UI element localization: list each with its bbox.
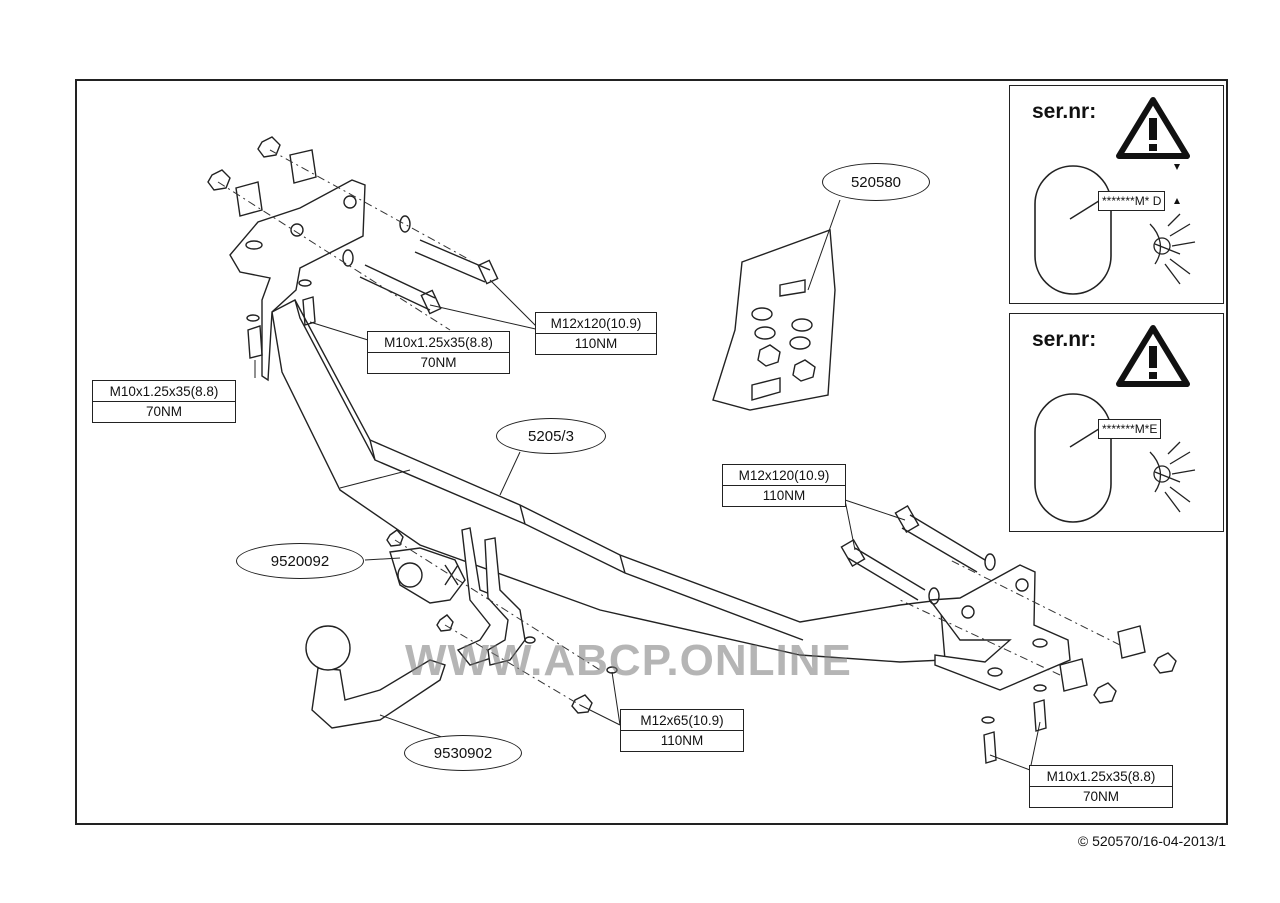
cross-beam [271,299,946,663]
bolt-size: M10x1.25x35(8.8) [1030,766,1172,787]
serial-panel-d: ser.nr: *******M* D [1009,85,1224,304]
ball-mount [456,527,516,666]
spec-box-left-lower: M10x1.25x35(8.8) 70NM [92,380,236,423]
spec-box-right-lower: M10x1.25x35(8.8) 70NM [1029,765,1173,808]
part-number: 520580 [850,173,902,191]
right-bracket [928,564,1071,691]
serial-location-diagram [1034,164,1196,295]
torque-value: 70NM [145,404,182,419]
bolt-size: M12x65(10.9) [621,710,743,731]
bolt-size: M12x120(10.9) [536,313,656,334]
part-number: 9520092 [270,552,330,570]
spec-box-right-top: M12x120(10.9) 110NM [722,464,846,507]
part-label-9520092: 9520092 [236,543,364,579]
serial-title: ser.nr: [1032,328,1097,351]
part-label-5205-3: 5205/3 [496,418,606,454]
serial-title: ser.nr: [1032,100,1097,123]
serial-label: *******M*E [1098,419,1162,439]
torque-value: 110NM [574,336,618,351]
serial-panel-e: ser.nr: *******M*E [1009,313,1224,532]
torque-value: 110NM [660,733,704,748]
footer-copyright: © 520570/16-04-2013/1 [1077,833,1226,849]
torque-value: 70NM [420,355,457,370]
bolt-size: M10x1.25x35(8.8) [93,381,235,402]
part-number: 9530902 [433,744,493,762]
torque-value: 70NM [1082,789,1119,804]
bolt-size: M10x1.25x35(8.8) [368,332,509,353]
spec-box-top: M12x120(10.9) 110NM [535,312,657,355]
ball [305,625,351,671]
part-label-9530902: 9530902 [404,735,522,771]
bracket-kit [712,229,836,411]
part-number: 5205/3 [528,427,574,445]
torque-value: 110NM [762,488,806,503]
spec-box-ball: M12x65(10.9) 110NM [620,709,744,752]
watermark: WWW.ABCP.ONLINE [405,636,852,685]
spec-box-left-upper: M10x1.25x35(8.8) 70NM [367,331,510,374]
bolt-size: M12x120(10.9) [723,465,845,486]
left-bracket [229,179,366,382]
ball-neck [311,659,446,729]
serial-label: *******M* D [1098,191,1166,211]
warning-icon [1116,97,1190,159]
part-label-520580: 520580 [822,163,930,201]
warning-icon [1116,325,1190,387]
ball-plate [389,547,466,604]
serial-location-diagram [1034,393,1196,523]
drawing-frame [75,79,1228,825]
